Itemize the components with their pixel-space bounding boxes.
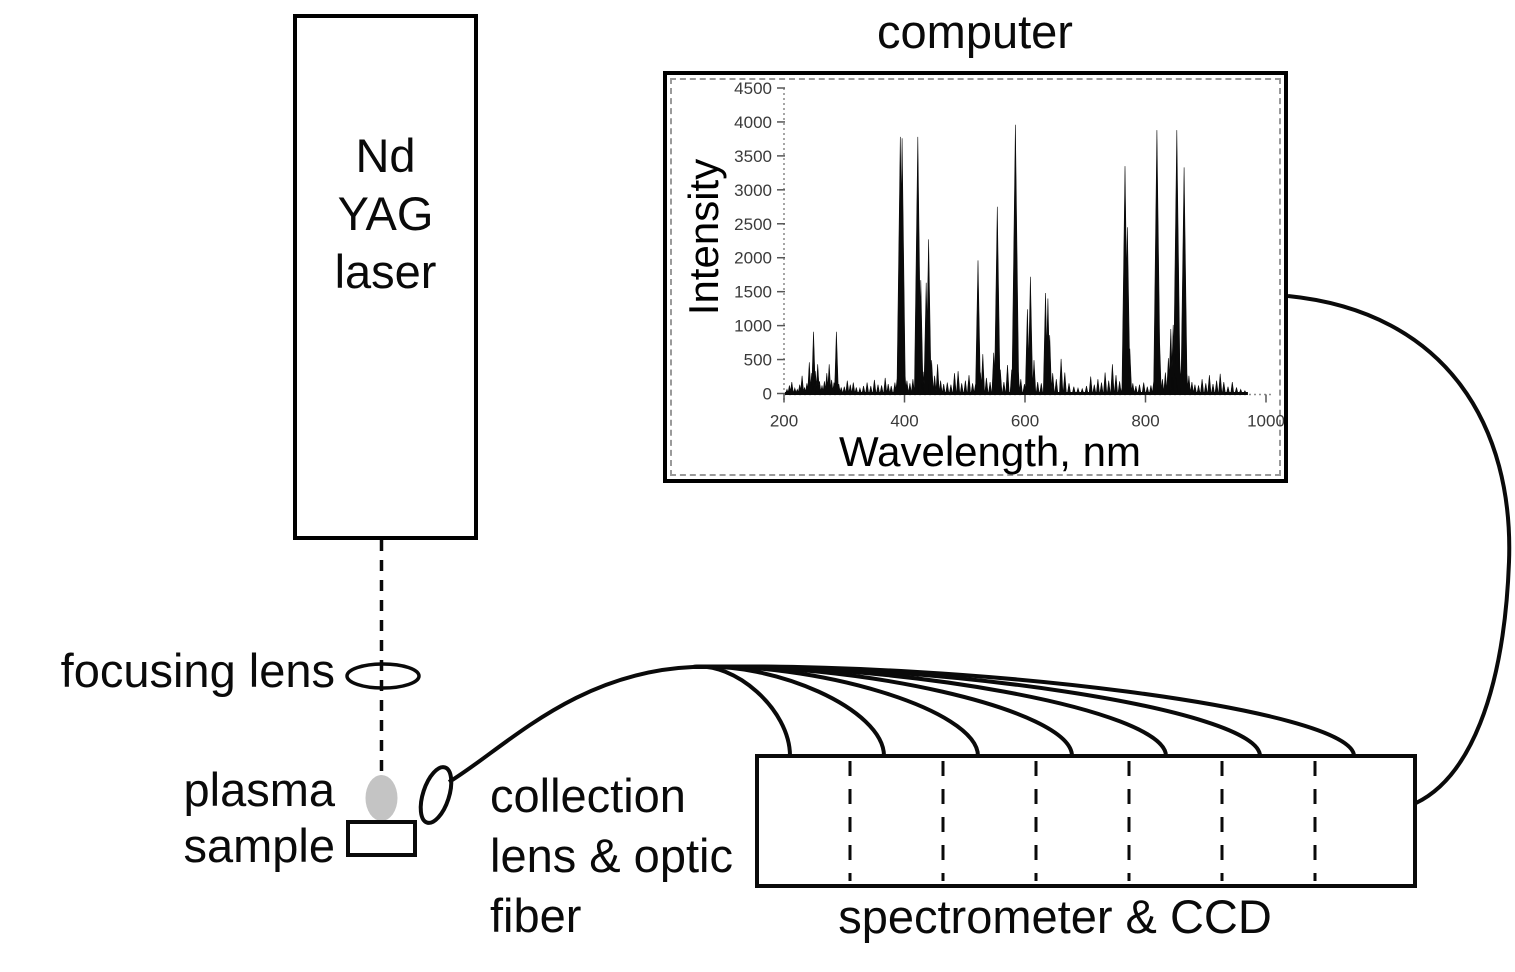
- chart-x-axis-title: Wavelength, nm: [839, 428, 1141, 475]
- plasma-sample-label: plasma sample: [183, 763, 335, 872]
- laser-box: Nd YAG laser: [293, 14, 478, 540]
- y-tick-label: 2000: [734, 249, 772, 268]
- x-tick-label: 200: [770, 412, 798, 431]
- x-tick-label: 400: [890, 412, 918, 431]
- laser-label: Nd YAG laser: [334, 129, 437, 298]
- y-tick-label: 3000: [734, 181, 772, 200]
- collection-lens-shape: [418, 765, 454, 825]
- spectrometer-ccd-label: spectrometer & CCD: [838, 890, 1272, 943]
- y-tick-label: 0: [763, 385, 772, 404]
- y-tick-label: 2500: [734, 215, 772, 234]
- y-tick-label: 4000: [734, 113, 772, 132]
- spectrum-peaks: [785, 124, 1247, 394]
- fiber-curve: [692, 664, 1262, 757]
- sample-shape: [346, 820, 417, 857]
- spectrum-chart: 0 500 1000 1500 2000 2500 3000 3500 4000 4500 200 4…: [734, 79, 1284, 431]
- y-tick-label: 500: [744, 351, 772, 370]
- spectrometer-computer-cable: [1287, 294, 1512, 805]
- chart-inner-border: [670, 78, 1281, 476]
- spectrometer-box: [755, 754, 1417, 888]
- chart-y-axis-title: Intensity: [680, 158, 727, 316]
- focusing-lens-shape: [345, 662, 421, 690]
- x-tick-label: 1000: [1247, 412, 1284, 431]
- y-tick-label: 4500: [734, 79, 772, 98]
- y-tick-label: 3500: [734, 147, 772, 166]
- collection-lens-fiber-label: collection lens & optic fiber: [490, 769, 733, 942]
- x-tick-label: 600: [1011, 412, 1039, 431]
- plasma-shape: [365, 775, 398, 821]
- y-tick-label: 1000: [734, 317, 772, 336]
- focusing-lens-label: focusing lens: [60, 644, 335, 697]
- fiber-curve: [692, 664, 792, 757]
- fiber-curve: [692, 664, 1356, 757]
- computer-label: computer: [877, 5, 1073, 58]
- computer-box: 0 500 1000 1500 2000 2500 3000 3500 4000 4500 200 4…: [663, 71, 1288, 483]
- optic-fiber: [447, 665, 694, 784]
- x-tick-label: 800: [1131, 412, 1159, 431]
- y-tick-label: 1500: [734, 283, 772, 302]
